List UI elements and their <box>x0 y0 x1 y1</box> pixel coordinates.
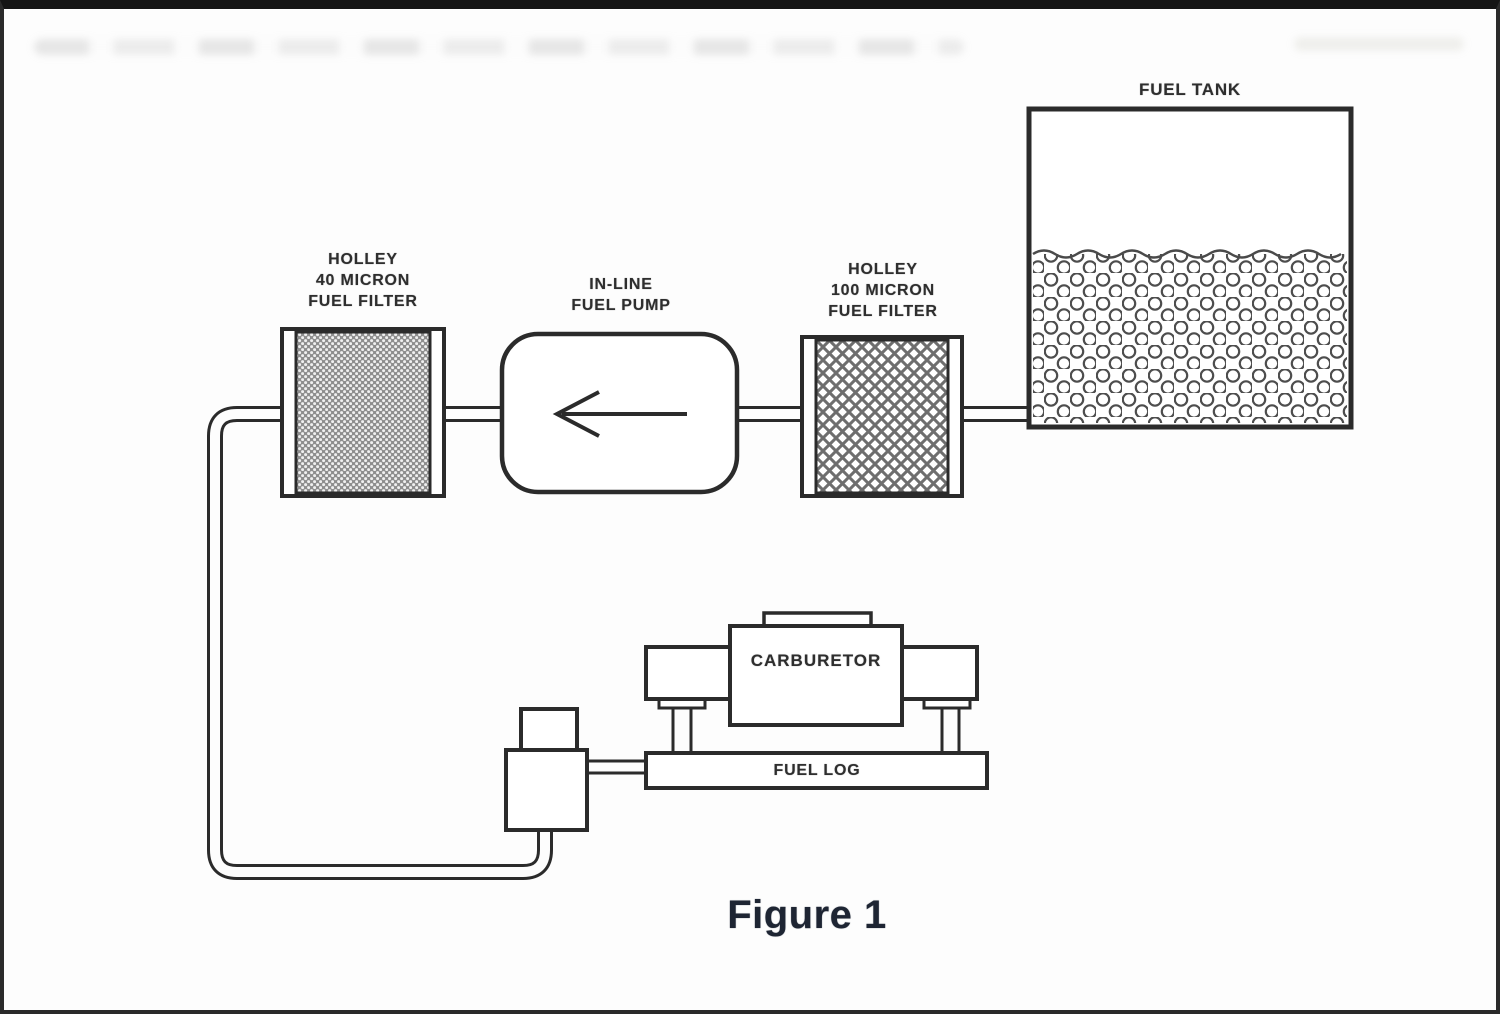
inline-fuel-pump <box>499 331 740 495</box>
carburetor-stem-left <box>671 708 693 755</box>
fuel-filter-100-label: HOLLEY 100 MICRON FUEL FILTER <box>828 259 938 322</box>
carburetor-stem-right <box>940 708 961 755</box>
fuel-log-label: FUEL LOG <box>773 762 861 779</box>
fuel-log <box>644 751 989 790</box>
fitting-top-box <box>519 707 579 752</box>
label-line: FUEL FILTER <box>828 303 938 320</box>
diagram-canvas <box>207 106 1354 880</box>
carburetor-label: CARBURETOR <box>750 651 882 670</box>
fuel-inlet-fitting <box>504 707 589 832</box>
inline-fuel-pump-label: IN-LINE FUEL PUMP <box>571 274 670 316</box>
scan-artifact <box>1294 37 1464 51</box>
fitting-body-box <box>504 748 589 832</box>
flow-direction-arrow <box>552 390 687 438</box>
fuel-filter-100-micron <box>800 335 964 498</box>
label-line: HOLLEY <box>328 251 398 268</box>
fuel-tank-label: FUEL TANK <box>1139 80 1241 99</box>
label-line: IN-LINE <box>589 276 653 293</box>
label-line: 40 MICRON <box>315 272 411 289</box>
carburetor-body <box>728 624 904 727</box>
fuel-liquid-pattern <box>1033 254 1347 423</box>
label-line: HOLLEY <box>848 261 918 278</box>
fuel-filter-40-micron <box>280 327 446 498</box>
label-line: 100 MICRON <box>830 282 936 299</box>
fuel-filter-40-label: HOLLEY 40 MICRON FUEL FILTER <box>308 249 418 312</box>
scan-artifact <box>34 39 964 55</box>
figure-caption: Figure 1 <box>727 893 887 937</box>
fuel-tank <box>1026 106 1354 430</box>
pipe-filter40-to-fuel-valve <box>207 406 553 880</box>
carburetor <box>644 611 979 755</box>
label-line: FUEL PUMP <box>571 297 671 314</box>
fuel-surface-wave <box>1032 249 1342 259</box>
label-line: FUEL FILTER <box>308 293 418 310</box>
